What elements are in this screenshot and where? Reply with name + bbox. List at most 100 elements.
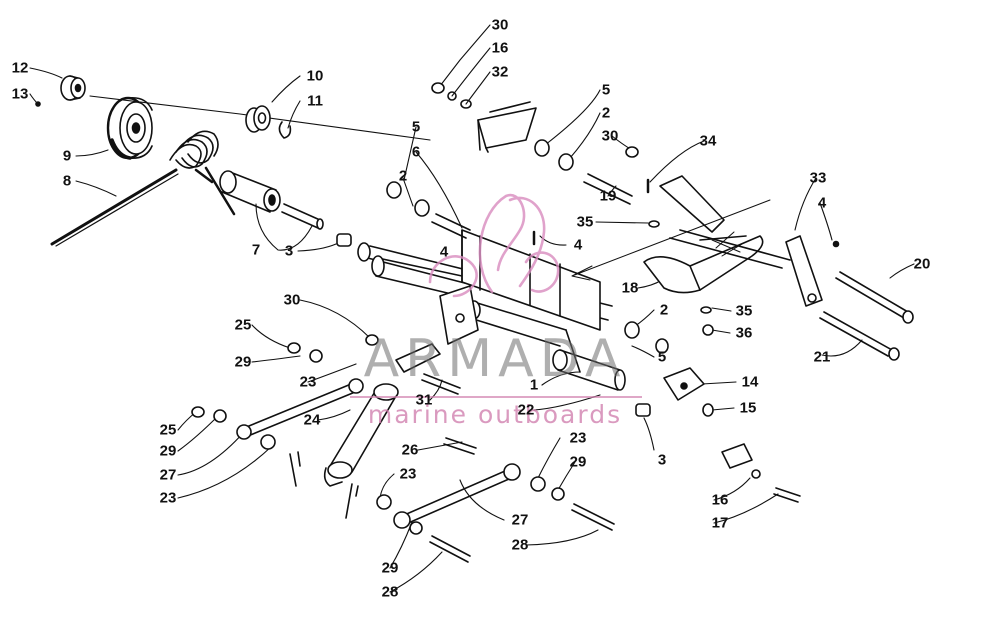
plate-33-hole xyxy=(807,293,817,303)
bracket-hole xyxy=(455,313,465,323)
part-link-27-left xyxy=(236,378,364,440)
part-pin-left xyxy=(289,451,301,487)
callout-16-top: 16 xyxy=(491,39,509,57)
callout-29-right: 29 xyxy=(569,453,587,471)
callout-3-lower: 3 xyxy=(657,451,667,469)
part-bushing-5-right xyxy=(655,338,669,354)
callout-35-low: 35 xyxy=(735,302,753,320)
callout-26: 26 xyxy=(401,441,419,459)
part-spacer-2-right xyxy=(624,321,640,339)
part-washer-32-top xyxy=(460,99,472,109)
part-nut-4-right xyxy=(832,240,840,248)
callout-16-right: 16 xyxy=(711,491,729,509)
callout-33: 33 xyxy=(809,169,827,187)
callout-2-top: 2 xyxy=(601,104,611,122)
callout-20: 20 xyxy=(913,255,931,273)
part-bushing-5-left xyxy=(386,181,402,199)
callout-12: 12 xyxy=(11,59,29,77)
callout-3-upper: 3 xyxy=(284,242,294,260)
part-nut-15 xyxy=(702,403,714,417)
callout-29-lower: 29 xyxy=(159,442,177,460)
part-bushing-23-mid xyxy=(376,494,392,510)
callout-11: 11 xyxy=(307,92,323,110)
callout-31: 31 xyxy=(415,391,433,409)
part-bolt-28-right xyxy=(571,503,615,531)
part-washer-29-upper xyxy=(309,349,323,363)
callout-19: 19 xyxy=(599,187,617,205)
callout-14: 14 xyxy=(741,373,759,391)
callout-15: 15 xyxy=(739,399,757,417)
part-plate-33 xyxy=(785,235,823,307)
part-bolt-28-bottom xyxy=(429,535,471,563)
callout-23-upper: 23 xyxy=(299,373,317,391)
part-nut-30-top xyxy=(431,82,445,94)
watermark-logo-icon xyxy=(428,193,560,298)
part-nut-25-upper xyxy=(287,342,301,354)
callout-23-left: 23 xyxy=(159,489,177,507)
callout-2-left: 2 xyxy=(398,167,408,185)
callout-29-upper: 29 xyxy=(234,353,252,371)
part-spacer-2-left xyxy=(414,199,430,217)
callout-30-right: 30 xyxy=(601,127,619,145)
part-bushing-3-upper xyxy=(336,233,352,247)
callout-5-right: 5 xyxy=(657,348,667,366)
part-bolt-17 xyxy=(773,487,801,503)
callout-4-mid: 4 xyxy=(573,236,583,254)
part-pin-19 xyxy=(583,173,633,205)
callout-7: 7 xyxy=(251,241,261,259)
part-block-32 xyxy=(477,101,537,153)
watermark-rule xyxy=(350,396,642,398)
callout-8: 8 xyxy=(62,172,72,190)
callout-6: 6 xyxy=(411,143,421,161)
callout-22: 22 xyxy=(517,401,535,419)
callout-27-left: 27 xyxy=(159,466,177,484)
axis-line xyxy=(89,95,431,141)
callout-13: 13 xyxy=(11,85,29,103)
part-clip-11 xyxy=(278,121,292,139)
part-nut-30-right xyxy=(625,146,639,158)
part-main-tube xyxy=(357,229,626,391)
part-washer-35-top xyxy=(648,220,660,228)
part-nut-36 xyxy=(702,324,714,336)
part-bolt-21 xyxy=(819,311,900,361)
part-washer-35-low xyxy=(700,306,712,314)
part-spacer-2-top xyxy=(558,153,574,171)
callout-25-upper: 25 xyxy=(234,316,252,334)
callout-35-top: 35 xyxy=(576,213,594,231)
part-screw-13 xyxy=(35,101,41,107)
part-bolt-20 xyxy=(835,271,914,324)
callout-23-mid: 23 xyxy=(399,465,417,483)
part-link-27-right xyxy=(393,463,521,529)
part-pin-6 xyxy=(431,213,471,239)
part-spring-8 xyxy=(50,130,236,247)
part-pulley-9 xyxy=(106,96,153,160)
callout-30-top: 30 xyxy=(491,16,509,34)
callout-28-bottom: 28 xyxy=(381,583,399,601)
part-bracket-plate xyxy=(439,285,479,345)
part-bushing-12 xyxy=(60,75,86,101)
callout-21: 21 xyxy=(813,348,831,366)
part-washer-16-top xyxy=(447,91,457,101)
callout-1: 1 xyxy=(529,376,539,394)
part-bearing-10 xyxy=(245,105,271,133)
part-sleeve-7 xyxy=(219,170,324,230)
callout-9: 9 xyxy=(62,147,72,165)
callout-5-left: 5 xyxy=(411,118,421,136)
callout-28-right: 28 xyxy=(511,536,529,554)
part-washer-29-bottom xyxy=(409,521,423,535)
watermark-tagline: marine outboards xyxy=(367,400,623,429)
part-frame-18 xyxy=(643,175,791,294)
part-pin-mid xyxy=(345,483,359,519)
plate-14-hole xyxy=(680,382,688,390)
callout-4-right: 4 xyxy=(817,194,827,212)
part-plate-16 xyxy=(721,443,753,469)
callout-4-left: 4 xyxy=(439,243,449,261)
callout-2-right: 2 xyxy=(659,301,669,319)
callout-32: 32 xyxy=(491,63,509,81)
part-washer-29-right xyxy=(551,487,565,501)
callout-10: 10 xyxy=(306,67,324,85)
part-bushing-5-top xyxy=(534,139,550,157)
callout-29-bottom: 29 xyxy=(381,559,399,577)
